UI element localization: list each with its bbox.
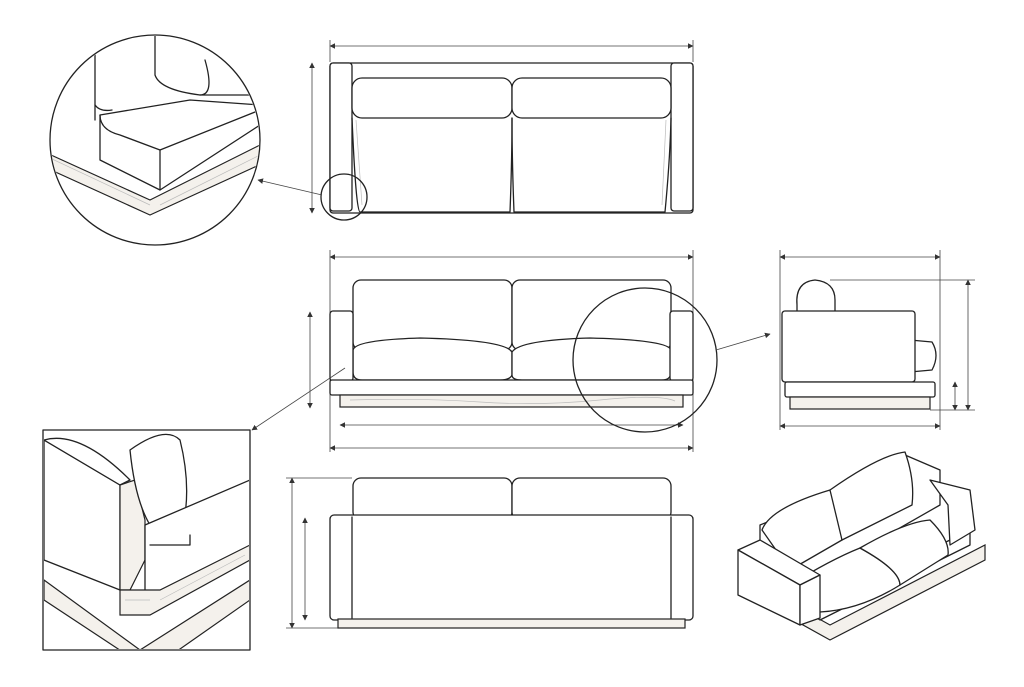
back-cushion <box>511 77 672 119</box>
detail-arrow <box>715 332 771 351</box>
right-arm <box>669 310 694 382</box>
seat-cushion <box>859 519 949 586</box>
back-cushion <box>796 279 836 313</box>
side-view <box>779 250 975 430</box>
back-cushion <box>352 477 513 521</box>
back-cushion <box>129 433 188 526</box>
seat-cushion <box>511 337 672 381</box>
arm-corner-detail <box>49 34 261 246</box>
right-arm <box>670 62 694 212</box>
wood-base <box>339 394 684 408</box>
back-cushion <box>351 77 513 119</box>
back-view <box>286 477 694 629</box>
seat-corner-detail <box>42 429 251 651</box>
arm-side <box>781 310 916 383</box>
detail-arrow <box>257 178 323 196</box>
detail-arrow <box>251 367 346 431</box>
front-view <box>251 250 771 452</box>
right-arm <box>929 479 976 546</box>
plinth <box>329 379 694 396</box>
seat-cushion <box>909 339 937 373</box>
isometric-view <box>737 451 986 641</box>
wood-base <box>337 618 686 629</box>
detail-marker-circle <box>572 287 718 433</box>
left-arm <box>329 62 353 212</box>
plinth <box>784 381 936 398</box>
top-view <box>257 40 694 221</box>
back-cushion <box>829 451 914 541</box>
wood-base <box>789 396 931 410</box>
detail-marker-circle <box>320 173 368 221</box>
seat-cushion <box>352 337 513 381</box>
back-cushion <box>511 477 672 521</box>
back-panel <box>329 514 694 621</box>
